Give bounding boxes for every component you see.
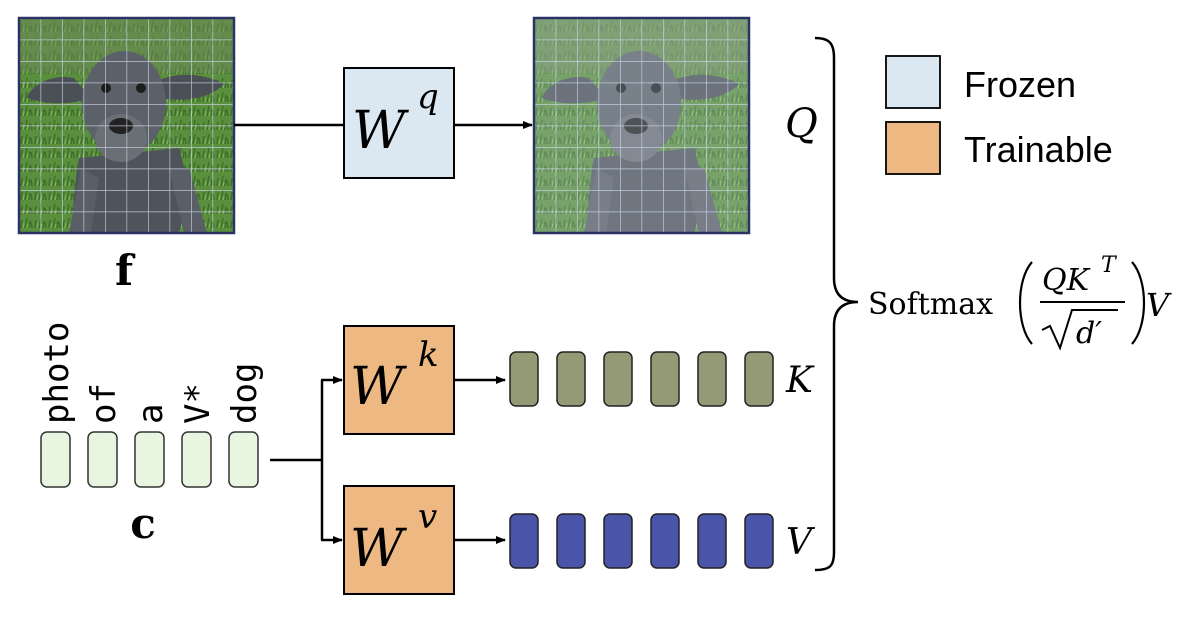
- formula-numerator-sup: T: [1101, 253, 1118, 278]
- svg-text:W: W: [350, 519, 407, 579]
- formula-numerator: QK: [1042, 263, 1091, 298]
- formula-func: Softmax: [868, 287, 993, 322]
- value-token: [744, 513, 774, 569]
- svg-text:QK: QK: [1042, 263, 1091, 298]
- text-condition-label: c: [130, 499, 156, 548]
- token-words: photo of a V* dog: [37, 322, 265, 424]
- v-label: V: [786, 522, 816, 563]
- legend-label-trainable: Trainable: [964, 129, 1113, 170]
- key-token: [697, 351, 727, 407]
- value-token: [697, 513, 727, 569]
- token-word: dog: [225, 363, 265, 424]
- wq-block: W q: [343, 67, 455, 179]
- input-feature-image: [17, 16, 236, 235]
- key-token: [603, 351, 633, 407]
- key-token: [509, 351, 539, 407]
- svg-text:W: W: [350, 357, 407, 417]
- key-token: [556, 351, 586, 407]
- formula-denominator: d′: [1076, 316, 1102, 351]
- key-token: [744, 351, 774, 407]
- token-embedding: [40, 431, 71, 488]
- wk-symbol: W: [350, 357, 407, 417]
- k-label: K: [785, 360, 815, 401]
- token-embedding: [228, 431, 259, 488]
- wv-superscript: v: [418, 497, 437, 537]
- wq-symbol: W: [352, 101, 409, 161]
- value-token: [603, 513, 633, 569]
- token-embedding: [87, 431, 118, 488]
- wv-block: W v: [343, 485, 455, 595]
- key-token: [650, 351, 680, 407]
- value-tokens: [509, 513, 774, 569]
- formula-right-paren: [1131, 261, 1146, 345]
- token-branch-connector: [270, 380, 324, 540]
- grouping-brace: [814, 36, 859, 572]
- query-feature-image: [532, 16, 751, 235]
- value-token: [556, 513, 586, 569]
- legend-swatch-trainable: [885, 121, 941, 175]
- token-embedding: [134, 431, 165, 488]
- value-token: [509, 513, 539, 569]
- token-word: of: [84, 383, 124, 424]
- value-token: [650, 513, 680, 569]
- token-word: photo: [37, 322, 77, 424]
- wv-symbol: W: [350, 519, 407, 579]
- q-label: Q: [785, 101, 818, 147]
- wk-superscript: k: [418, 335, 439, 375]
- token-embeddings: [40, 431, 259, 488]
- token-embedding: [181, 431, 212, 488]
- legend-swatch-frozen: [885, 55, 941, 109]
- feature-label: f: [115, 246, 136, 295]
- token-word: a: [131, 404, 171, 424]
- formula-left-paren: [1018, 261, 1033, 345]
- legend-label-frozen: Frozen: [964, 64, 1076, 105]
- wq-superscript: q: [417, 77, 439, 117]
- formula-sqrt: [1041, 309, 1118, 351]
- wk-block: W k: [343, 325, 455, 435]
- token-word: V*: [178, 383, 218, 424]
- legend: Frozen Trainable: [885, 55, 1113, 175]
- key-tokens: [509, 351, 774, 407]
- formula-trailing: V: [1146, 286, 1172, 324]
- svg-text:W: W: [352, 101, 409, 161]
- attention-formula: Softmax QK T d′ V: [868, 253, 1172, 351]
